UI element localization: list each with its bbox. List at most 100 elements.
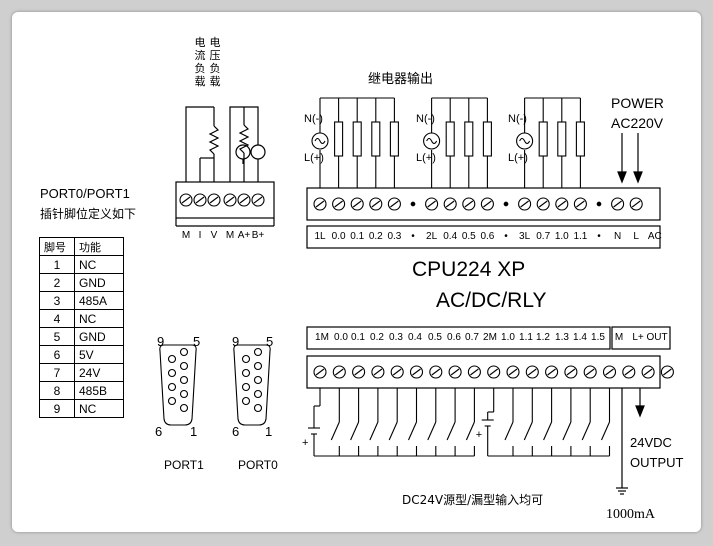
analog-terminal-screw	[193, 193, 207, 207]
model-type: AC/DC/RLY	[436, 289, 547, 312]
pin-function: 485B	[74, 381, 124, 400]
relay-load-resistor	[334, 121, 344, 157]
pin-number: 8	[39, 381, 75, 400]
input-switch	[465, 421, 475, 441]
analog-terminal-label: V	[210, 230, 218, 241]
analog-terminal-screw	[251, 193, 265, 207]
output-terminal-screw	[387, 197, 401, 211]
output-terminal-label: 1.1	[573, 231, 588, 242]
input-switch	[446, 421, 456, 441]
port1-db9-connector	[159, 344, 197, 426]
input-terminal-screw	[622, 365, 636, 379]
input-terminal-screw	[525, 365, 539, 379]
input-terminal-screw	[602, 365, 617, 379]
power-label: POWER	[611, 95, 664, 111]
input-terminal-label: 1.1	[519, 332, 533, 343]
relay-load-resistor	[352, 121, 362, 157]
input-switch	[504, 421, 514, 441]
output-terminal-screw	[480, 197, 494, 211]
output-terminal-label: 1L	[314, 231, 326, 242]
pin-number: 2	[39, 273, 75, 292]
output-terminal-screw	[518, 197, 532, 211]
port0-num-6: 6	[232, 424, 240, 439]
analog-terminal-screw	[237, 193, 251, 207]
output-terminal-label: 0.6	[480, 231, 495, 242]
analog-terminal-label: M	[181, 230, 191, 241]
input-terminal-screw	[641, 365, 655, 379]
output-terminal-label: 0.2	[368, 231, 383, 242]
analog-terminal-label: M	[225, 230, 235, 241]
pin-function: NC	[74, 399, 124, 418]
header-pin: 脚号	[39, 237, 75, 256]
dc-output-label-2: OUTPUT	[630, 455, 684, 470]
output-terminal-block	[306, 187, 661, 221]
input-terminal-block	[306, 355, 661, 389]
output-terminal-label: L	[633, 231, 639, 242]
relay-load-resistor	[464, 121, 474, 157]
l-label-2: L(+)	[416, 152, 436, 164]
input-terminal-screw	[352, 365, 366, 379]
output-terminal-screw	[629, 197, 643, 211]
svg-text:+: +	[302, 437, 308, 449]
input-terminal-label: 1.0	[501, 332, 515, 343]
input-switch	[543, 421, 553, 441]
svg-text:+: +	[476, 429, 482, 441]
input-terminal-label: 0.1	[351, 332, 365, 343]
n-label-2: N(-)	[416, 113, 435, 125]
input-terminal-screw	[506, 365, 520, 379]
input-terminal-label: 1M	[315, 332, 329, 343]
port0-num-1: 1	[265, 424, 273, 439]
port-definition-title: PORT0/PORT1	[40, 186, 130, 201]
input-terminal-label: 0.0	[334, 332, 348, 343]
l-label-3: L(+)	[508, 152, 528, 164]
output-terminal-dot	[503, 201, 509, 207]
output-terminal-dot	[410, 201, 416, 207]
port1-num-9: 9	[157, 334, 165, 349]
analog-terminal-label: A+	[237, 230, 251, 241]
output-terminal-screw	[462, 197, 476, 211]
analog-terminal-block	[175, 181, 275, 219]
analog-terminal-screw	[207, 193, 221, 207]
input-terminal-screw	[429, 365, 443, 379]
input-terminal-label: 0.7	[465, 332, 479, 343]
output-terminal-screw	[573, 197, 587, 211]
pin-number: 3	[39, 291, 75, 310]
pin-function: NC	[74, 255, 124, 274]
pin-number: 4	[39, 309, 75, 328]
output-label-strip	[306, 225, 661, 249]
voltage-load-resistor	[238, 124, 250, 154]
relay-load-resistor	[389, 121, 399, 157]
analog-source-b	[250, 144, 266, 160]
input-terminal-screw	[487, 365, 501, 379]
output-terminal-label: •	[504, 231, 508, 242]
pin-number: 1	[39, 255, 75, 274]
port0-num-5: 5	[266, 334, 274, 349]
input-switch	[600, 421, 611, 441]
port0-num-9: 9	[232, 334, 240, 349]
input-switch	[330, 421, 340, 441]
output-terminal-label: 0.3	[387, 231, 402, 242]
relay-output-label: 继电器输出	[368, 72, 434, 87]
input-terminal-label: 0.4	[408, 332, 422, 343]
relay-load-resistor	[538, 121, 548, 157]
input-terminal-label: 0.3	[389, 332, 403, 343]
header-function: 功能	[74, 237, 124, 256]
l-label-1: L(+)	[304, 152, 324, 164]
input-terminal-screw	[448, 365, 462, 379]
input-terminal-screw	[313, 365, 327, 379]
output-terminal-label: •	[411, 231, 415, 242]
n-label-1: N(-)	[304, 113, 323, 125]
output-terminal-screw	[369, 197, 383, 211]
output-terminal-label: 0.4	[443, 231, 458, 242]
input-terminal-label: 1.2	[536, 332, 550, 343]
current-load-label: 电流负载	[194, 36, 206, 88]
pin-number: 9	[39, 399, 75, 418]
output-terminal-label: 0.5	[461, 231, 476, 242]
